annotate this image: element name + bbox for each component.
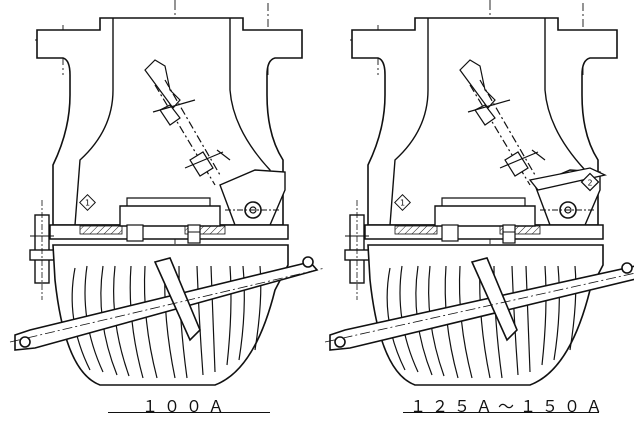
- figure-125a-150a: 1 2: [324, 0, 634, 386]
- marker-1-label: 1: [400, 199, 405, 208]
- caption-100a: １００Ａ: [142, 397, 231, 416]
- marker-2-label: 2: [587, 179, 592, 188]
- caption-125a-150a-underline: [403, 412, 599, 413]
- figure-100a: 1: [9, 0, 326, 386]
- caption-125a-150a: １２５Ａ～１５０Ａ: [410, 397, 609, 416]
- caption-100a-underline: [108, 412, 270, 413]
- marker-1-label: 1: [85, 199, 90, 208]
